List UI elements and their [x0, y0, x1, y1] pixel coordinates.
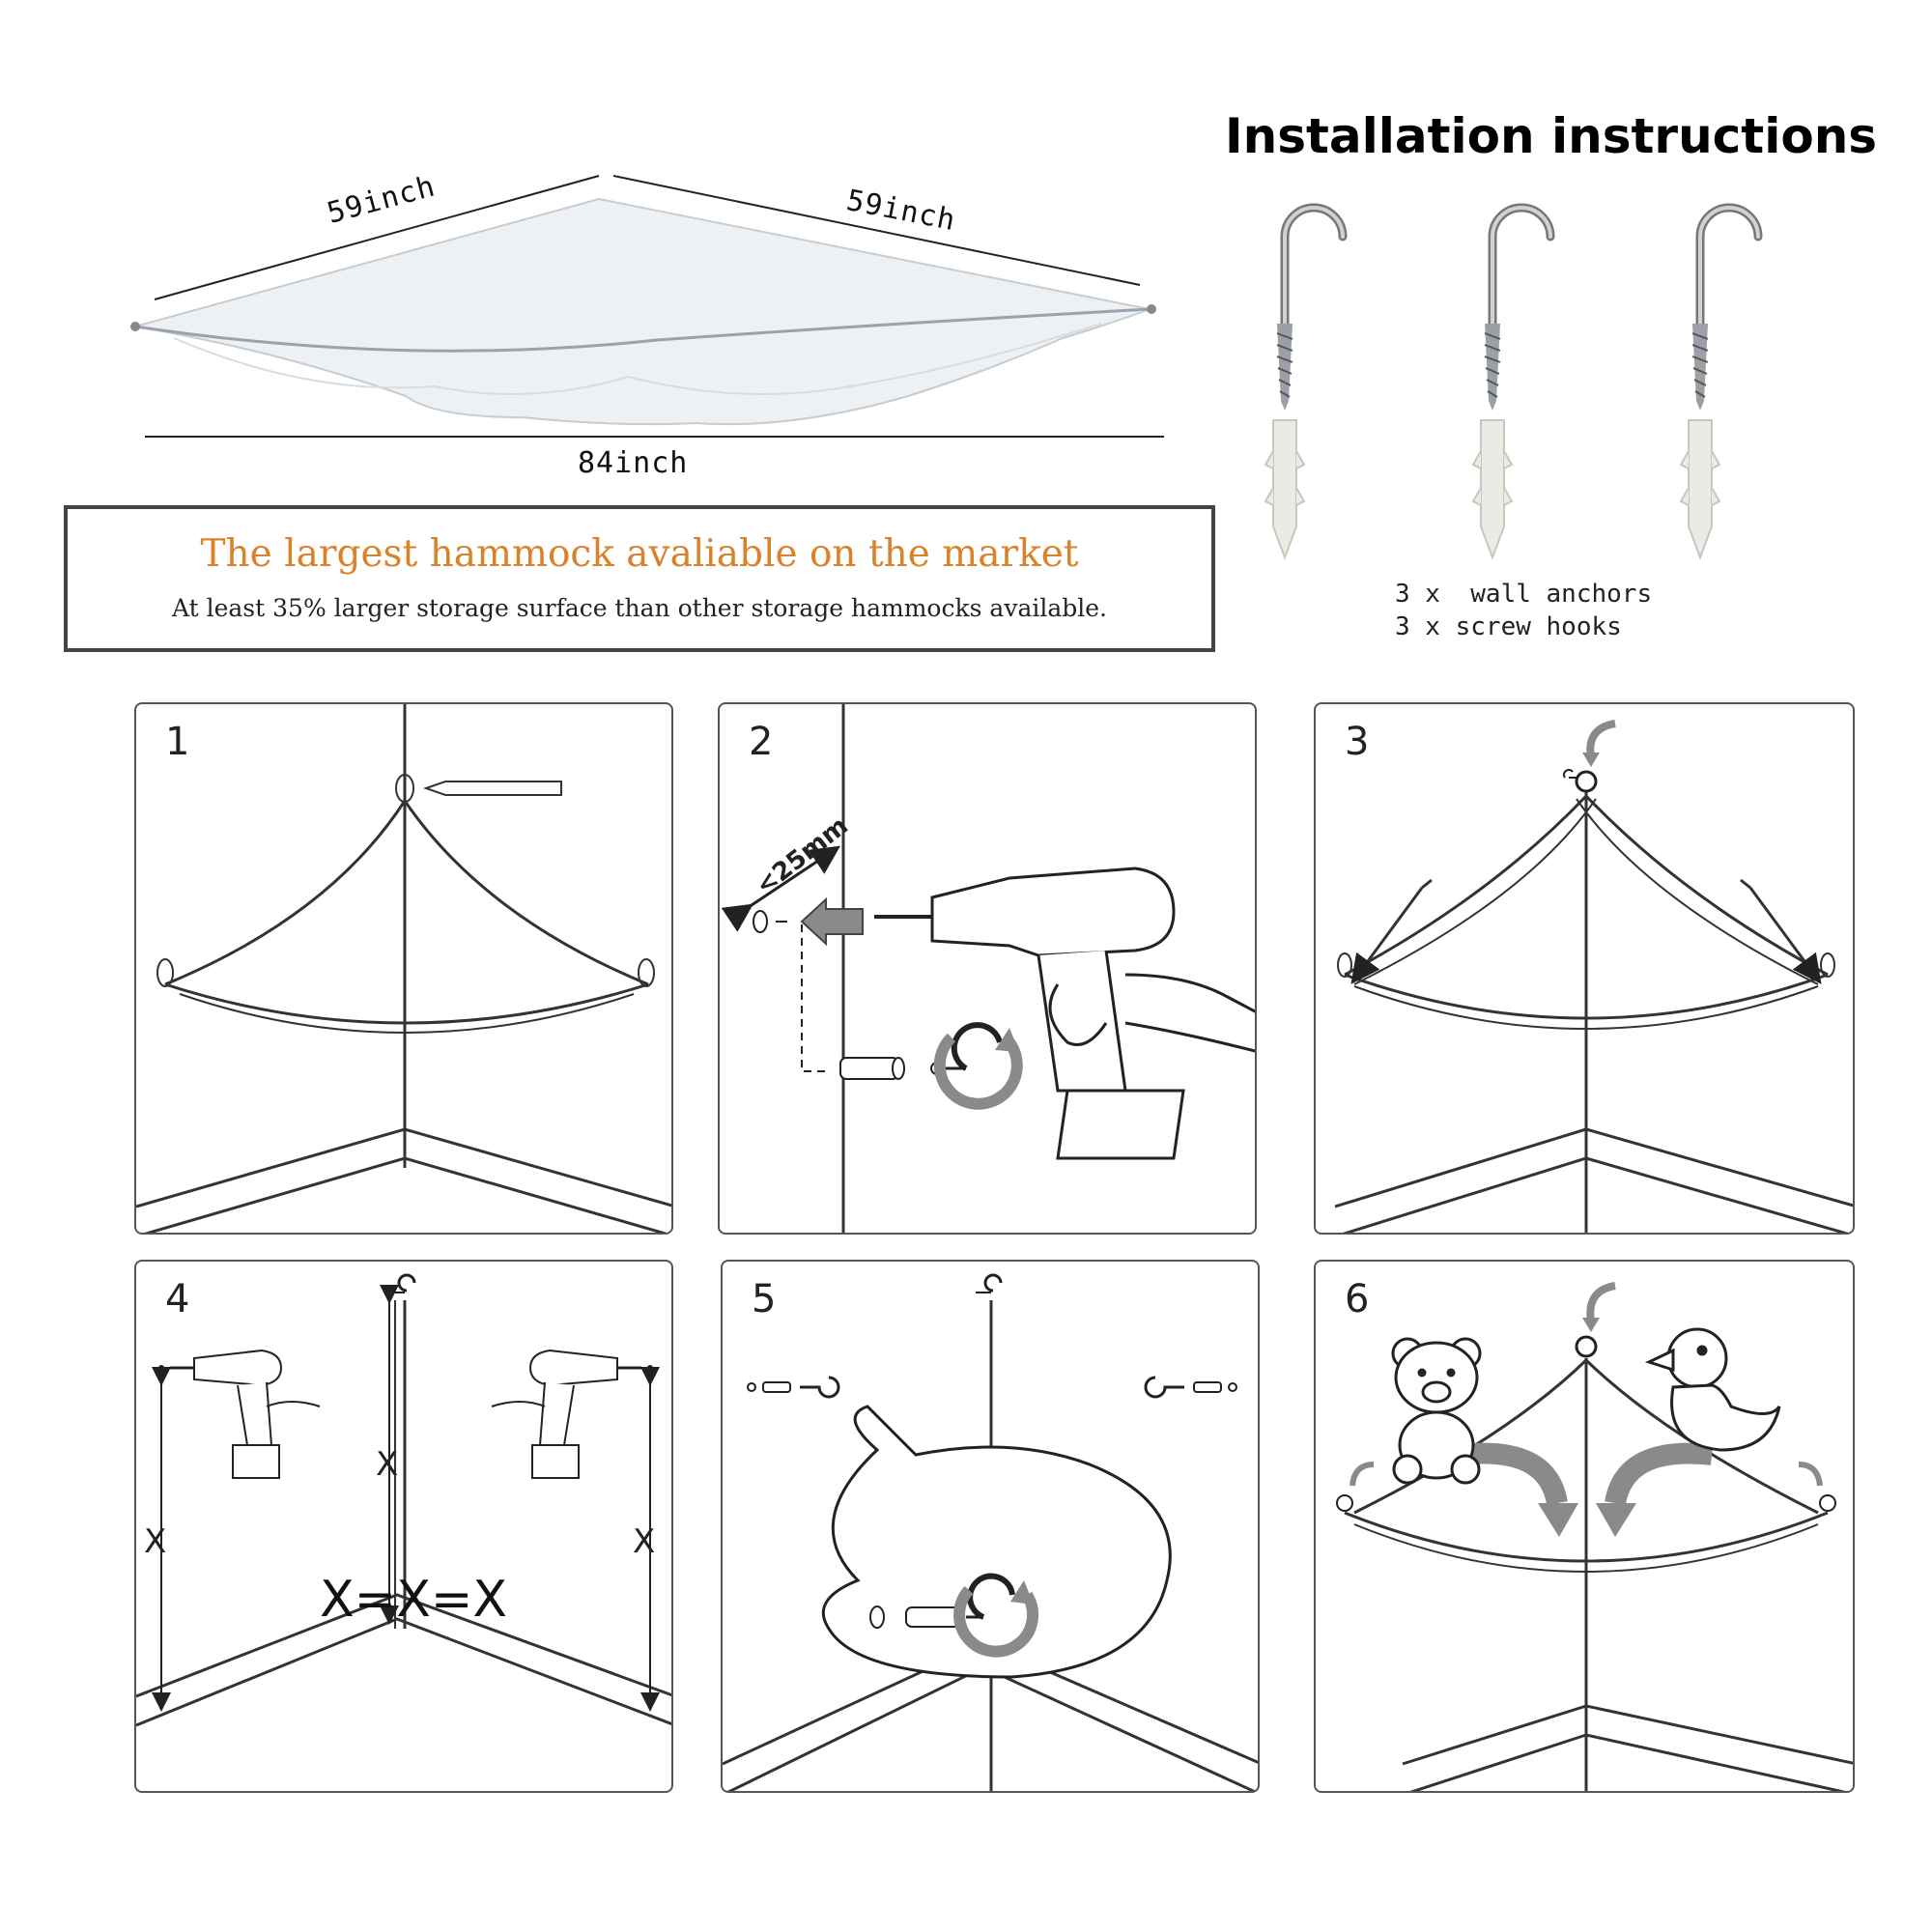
dimension-width-label: 84inch: [578, 446, 689, 480]
step-number: 5: [752, 1277, 777, 1321]
step-6-illustration: [1336, 1282, 1853, 1791]
promo-box: The largest hammock avaliable on the mar…: [64, 505, 1215, 652]
hammock-product-image: [130, 175, 1164, 438]
x-label-left: X: [144, 1522, 167, 1561]
step-5-illustration: [723, 1273, 1258, 1791]
step-6-panel: 6: [1314, 1260, 1855, 1793]
promo-subline: At least 35% larger storage surface than…: [172, 594, 1107, 622]
step-2-illustration: [721, 704, 1255, 1233]
step-number: 1: [165, 720, 190, 764]
step-4-panel: 4 X X X X=X=X: [134, 1260, 673, 1793]
step-number: 2: [749, 720, 774, 764]
rubber-duck-icon: [1644, 1327, 1781, 1452]
parts-anchors: 3 x wall anchors: [1395, 580, 1653, 609]
screw-hook-icon: [1264, 203, 1348, 560]
screw-hook-icon: [1681, 208, 1758, 557]
x-label-center: X: [376, 1445, 399, 1484]
step-number: 6: [1345, 1277, 1370, 1321]
step-1-panel: 1: [134, 702, 673, 1235]
step-1-illustration: [136, 704, 671, 1233]
hardware-illustration: [1264, 198, 1806, 565]
teddy-bear-icon: [1391, 1337, 1482, 1485]
step-5-panel: 5: [721, 1260, 1260, 1793]
step-2-panel: 2 <25mm: [718, 702, 1257, 1235]
step-number: 3: [1345, 720, 1370, 764]
promo-headline: The largest hammock avaliable on the mar…: [200, 532, 1079, 576]
x-equation: X=X=X: [320, 1571, 508, 1629]
step-3-illustration: [1334, 720, 1853, 1233]
step-number: 4: [165, 1277, 190, 1321]
x-label-right: X: [633, 1522, 656, 1561]
step-3-panel: 3: [1314, 702, 1855, 1235]
parts-hooks: 3 x screw hooks: [1395, 612, 1622, 641]
step-4-illustration: [136, 1273, 671, 1727]
page-title: Installation instructions: [1225, 108, 1878, 164]
screw-hook-icon: [1473, 208, 1550, 557]
